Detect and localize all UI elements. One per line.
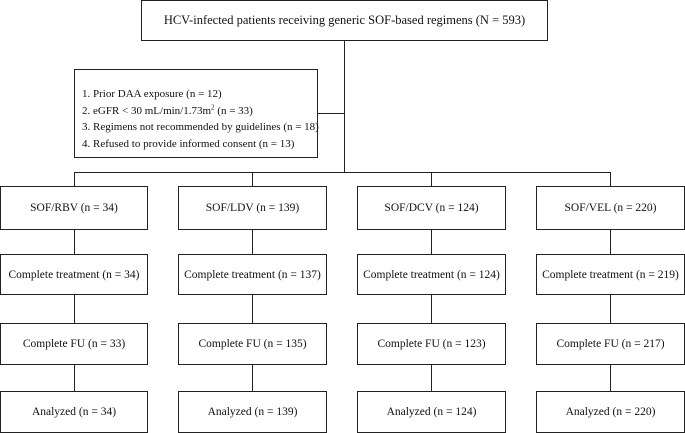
exclusion-item-3: 3. Regimens not recommended by guideline… bbox=[82, 121, 319, 134]
analyzed-label: Analyzed (n = 34) bbox=[31, 406, 117, 418]
exclusion-item-2: 2. eGFR < 30 mL/min/1.73m2 (n = 33) bbox=[82, 103, 317, 120]
treatment-box-sof-rbv: Complete treatment (n = 34) bbox=[0, 254, 148, 295]
treatment-box-sof-ldv: Complete treatment (n = 137) bbox=[178, 254, 327, 295]
analyzed-label: Analyzed (n = 139) bbox=[207, 406, 298, 418]
followup-label: Complete FU (n = 135) bbox=[198, 338, 307, 350]
followup-box-sof-dcv: Complete FU (n = 123) bbox=[357, 323, 506, 365]
analyzed-box-sof-rbv: Analyzed (n = 34) bbox=[0, 391, 148, 433]
exclusion-item-2-text: 2. eGFR < 30 mL/min/1.73m bbox=[82, 104, 212, 117]
regimen-box-sof-rbv: SOF/RBV (n = 34) bbox=[0, 186, 148, 230]
analyzed-label: Analyzed (n = 124) bbox=[386, 406, 477, 418]
regimen-box-sof-vel: SOF/VEL (n = 220) bbox=[536, 186, 685, 230]
enrolled-patients-box: HCV-infected patients receiving generic … bbox=[141, 0, 548, 41]
regimen-label: SOF/RBV (n = 34) bbox=[30, 202, 118, 214]
regimen-label: SOF/VEL (n = 220) bbox=[564, 202, 657, 214]
regimen-box-sof-dcv: SOF/DCV (n = 124) bbox=[357, 186, 506, 230]
exclusion-item-4: 4. Refused to provide informed consent (… bbox=[82, 137, 295, 150]
treatment-label: Complete treatment (n = 124) bbox=[363, 268, 500, 281]
followup-label: Complete FU (n = 123) bbox=[377, 338, 486, 350]
followup-box-sof-vel: Complete FU (n = 217) bbox=[536, 323, 685, 365]
exclusion-item-1: 1. Prior DAA exposure (n = 12) bbox=[82, 88, 222, 100]
treatment-label: Complete treatment (n = 137) bbox=[184, 268, 321, 281]
followup-box-sof-ldv: Complete FU (n = 135) bbox=[178, 323, 327, 365]
treatment-box-sof-dcv: Complete treatment (n = 124) bbox=[357, 254, 506, 295]
exclusion-item-2-suffix: (n = 33) bbox=[214, 104, 253, 117]
analyzed-label: Analyzed (n = 220) bbox=[565, 406, 656, 418]
followup-label: Complete FU (n = 33) bbox=[22, 338, 126, 350]
regimen-label: SOF/LDV (n = 139) bbox=[205, 202, 300, 214]
analyzed-box-sof-vel: Analyzed (n = 220) bbox=[536, 391, 685, 433]
treatment-label: Complete treatment (n = 219) bbox=[542, 268, 679, 281]
exclusion-criteria-box: 1. Prior DAA exposure (n = 12) 2. eGFR <… bbox=[74, 69, 319, 158]
treatment-label: Complete treatment (n = 34) bbox=[8, 268, 140, 281]
treatment-box-sof-vel: Complete treatment (n = 219) bbox=[536, 254, 685, 295]
analyzed-box-sof-dcv: Analyzed (n = 124) bbox=[357, 391, 506, 433]
regimen-label: SOF/DCV (n = 124) bbox=[384, 202, 479, 214]
analyzed-box-sof-ldv: Analyzed (n = 139) bbox=[178, 391, 327, 433]
followup-label: Complete FU (n = 217) bbox=[556, 338, 665, 350]
regimen-box-sof-ldv: SOF/LDV (n = 139) bbox=[178, 186, 327, 230]
followup-box-sof-rbv: Complete FU (n = 33) bbox=[0, 323, 148, 365]
enrolled-patients-label: HCV-infected patients receiving generic … bbox=[163, 13, 526, 27]
exclusion-item-2-superscript: 2 bbox=[211, 102, 215, 111]
